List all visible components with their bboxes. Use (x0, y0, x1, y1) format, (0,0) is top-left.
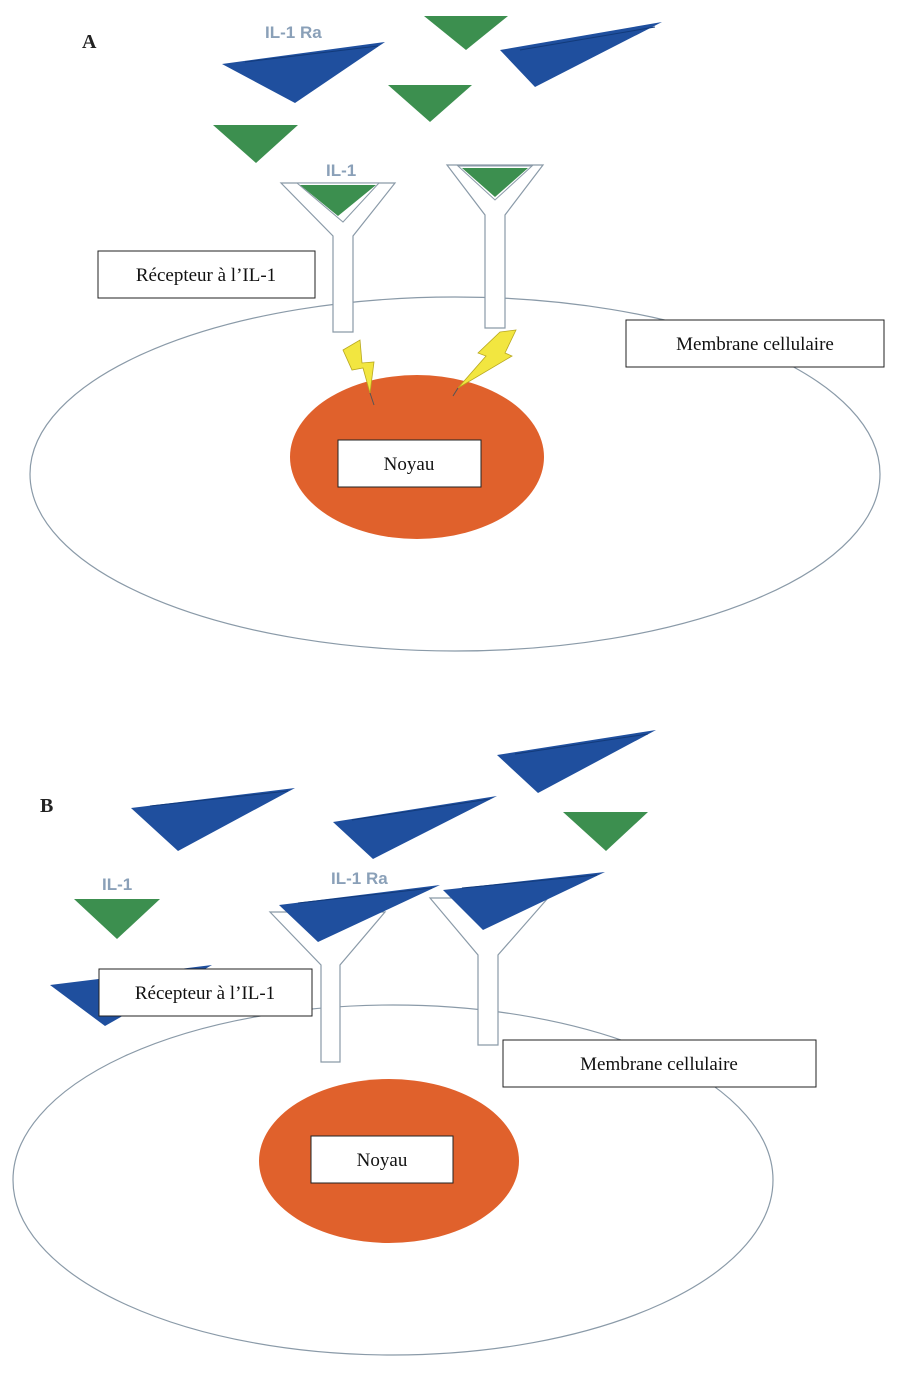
il1ra-label-b: IL-1 Ra (331, 869, 388, 888)
il1ra-molecule (333, 796, 497, 859)
il1-molecule (424, 16, 508, 50)
il1-label-a: IL-1 (326, 161, 356, 180)
panel-b-letter: B (40, 795, 53, 817)
il1ra-label-a: IL-1 Ra (265, 23, 322, 42)
il1ra-molecule (500, 22, 662, 87)
il1-label-b: IL-1 (102, 875, 132, 894)
receptor-b-right (428, 872, 605, 1046)
il1-molecule (213, 125, 298, 163)
il1-molecule (388, 85, 472, 122)
membrane-label-a: Membrane cellulaire (676, 334, 834, 355)
receptor-b-left (268, 885, 440, 1063)
nucleus-label-b: Noyau (357, 1150, 408, 1171)
panel-a: A Noyau IL-1 Ra IL-1 (29, 16, 885, 652)
signal-bolt-icon (342, 339, 375, 394)
il1ra-molecule-line (244, 45, 379, 63)
il1ra-bound-molecule (443, 872, 605, 930)
receptor-label-a: Récepteur à l’IL-1 (136, 265, 276, 286)
il1ra-molecule (131, 788, 295, 851)
signal-bolt-icon (457, 329, 517, 389)
receptor-a-left (279, 182, 397, 333)
membrane-label-box-a (625, 319, 885, 368)
panel-a-letter: A (82, 31, 97, 53)
membrane-label-b: Membrane cellulaire (580, 1054, 738, 1075)
nucleus-label-box-b (310, 1135, 454, 1184)
panel-b: B Noyau IL-1 IL-1 Ra (12, 730, 817, 1356)
il1ra-molecule (222, 42, 385, 103)
receptor-label-box-b (98, 968, 313, 1017)
receptor-label-box-a (97, 250, 316, 299)
il1ra-bound-molecule (279, 885, 440, 942)
membrane-label-box-b (502, 1039, 817, 1088)
il1-molecule (563, 812, 648, 851)
il1ra-molecule (497, 730, 656, 793)
il1-bound-molecule (462, 168, 528, 197)
receptor-a-right (445, 164, 545, 329)
il1-molecule (74, 899, 160, 939)
nucleus-label-box-a (337, 439, 482, 488)
il1ra-molecule-line (519, 26, 656, 51)
il1-bound-molecule (300, 185, 376, 216)
receptor-label-b: Récepteur à l’IL-1 (135, 983, 275, 1004)
cell-membrane-a (29, 296, 881, 652)
nucleus-label-a: Noyau (384, 454, 435, 475)
cell-membrane-b (12, 1004, 774, 1356)
